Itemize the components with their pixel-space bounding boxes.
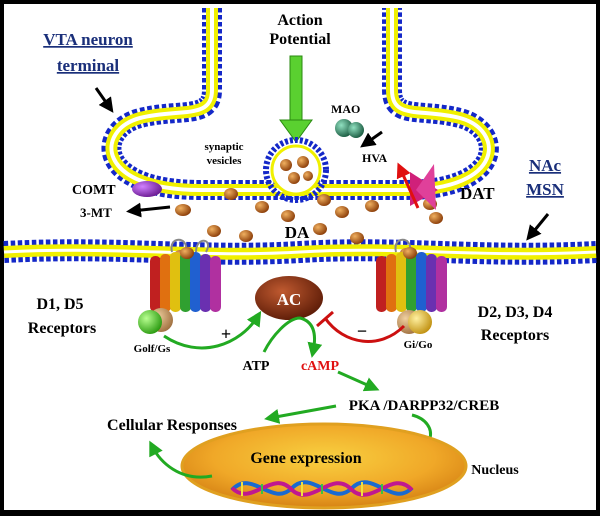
mao-label: MAO (331, 102, 360, 116)
camp-label: cAMP (301, 359, 340, 374)
inhibition-sign: − (357, 321, 367, 341)
atp-to-camp-arrow (262, 316, 323, 358)
ac-label: AC (277, 290, 302, 309)
comt-enzyme-icon (132, 181, 162, 197)
postsynaptic-membrane (3, 239, 597, 265)
nucleus-label: Nucleus (471, 463, 519, 478)
atp-label: ATP (243, 359, 270, 374)
synaptic-vesicles-label-1: synaptic (204, 141, 243, 153)
golf-gs-protein-icon (138, 308, 173, 334)
vta-pointer-arrow (94, 87, 114, 113)
nucleus-icon (180, 422, 468, 510)
dna-helix-icon (230, 480, 414, 497)
d1-receptor-label-2: Receptors (28, 320, 96, 337)
pka-darpp32-creb-label: PKA /DARPP32/CREB (349, 398, 499, 414)
action-potential-arrow (279, 55, 313, 143)
dat-label: DAT (460, 184, 495, 203)
mao-enzyme-icon (335, 119, 364, 138)
nac-label-2: MSN (526, 180, 565, 199)
synaptic-vesicles-label-2: vesicles (207, 155, 243, 167)
synaptic-vesicle (263, 137, 329, 203)
action-potential-label-2: Potential (269, 31, 331, 48)
gene-expression-label: Gene expression (250, 450, 361, 467)
da-to-3mt-arrow (126, 202, 171, 218)
vta-label-1: VTA neuron (43, 30, 133, 49)
d2-receptor-label-2: Receptors (481, 327, 549, 344)
stimulation-arrow (163, 310, 262, 350)
gi-go-protein-icon (397, 310, 432, 334)
golf-gs-label: Golf/Gs (134, 343, 171, 355)
cellular-responses-label: Cellular Responses (107, 417, 237, 434)
da-label: DA (285, 223, 310, 242)
d2-receptor-icon (376, 238, 447, 312)
pka-to-responses-arrow (264, 404, 337, 424)
nac-label-1: NAc (529, 156, 562, 175)
d1-receptor-icon (150, 238, 221, 312)
vta-label-2: terminal (57, 56, 120, 75)
d2-receptor-label-1: D2, D3, D4 (478, 304, 553, 321)
nac-pointer-arrow (526, 213, 550, 241)
gene-to-responses-arrow (149, 440, 213, 479)
3mt-label: 3-MT (80, 205, 112, 220)
adenylyl-cyclase-icon (255, 276, 323, 320)
hva-to-mao-arrow (360, 130, 383, 148)
comt-label: COMT (72, 183, 116, 198)
inhibition-bar (316, 310, 334, 328)
camp-to-pka-arrow (337, 370, 380, 392)
dat-transporter-icon (396, 162, 438, 210)
hva-label: HVA (362, 151, 387, 165)
action-potential-label-1: Action (277, 12, 322, 29)
gi-go-label: Gi/Go (404, 339, 433, 351)
d1-receptor-label-1: D1, D5 (36, 296, 83, 313)
inhibition-line (323, 317, 406, 343)
stimulation-sign: + (221, 324, 231, 344)
